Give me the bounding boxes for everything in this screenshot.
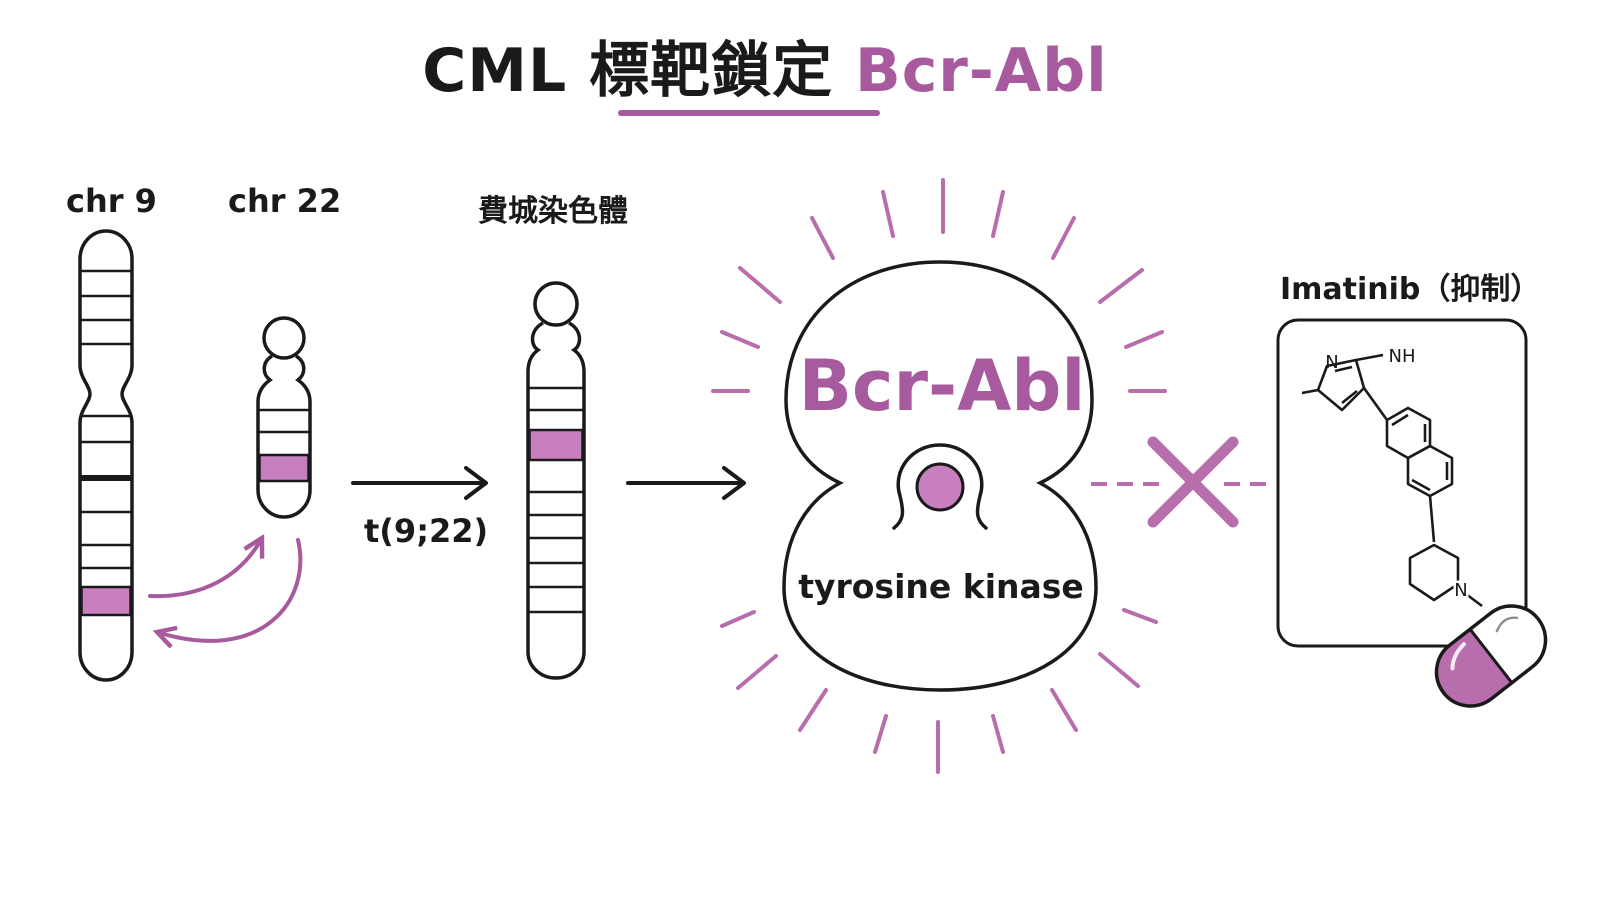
- protein-type: tyrosine kinase: [798, 567, 1084, 606]
- kinase-activity-rays: [711, 178, 1167, 774]
- molecule-structure-icon: [1301, 353, 1483, 608]
- kinase-protein-icon: Bcr-Abl tyrosine kinase: [782, 260, 1098, 692]
- chromosome-9-icon: [78, 229, 134, 682]
- capsule-icon: [1422, 592, 1560, 720]
- atom-nh: NH: [1389, 346, 1416, 367]
- arrow-right-icon: [626, 466, 746, 500]
- atom-n-ring: N: [1325, 352, 1338, 373]
- label-chr22: chr 22: [228, 182, 342, 220]
- title-underline: [618, 110, 880, 116]
- chromosome-22-icon: [256, 316, 312, 519]
- label-translocation: t(9;22): [364, 512, 489, 550]
- inhibit-cross-icon: [1147, 436, 1239, 528]
- arrow-right-icon: [351, 466, 488, 500]
- label-drug: Imatinib（抑制）: [1280, 272, 1541, 307]
- title-main: CML 標靶鎖定: [422, 36, 834, 106]
- label-chr9: chr 9: [66, 182, 157, 220]
- translocation-swap-arrows: [148, 538, 303, 641]
- title-accent: Bcr-Abl: [855, 36, 1108, 106]
- label-philadelphia: 費城染色體: [478, 194, 628, 229]
- drug-card: [1276, 318, 1528, 648]
- page-title: CML 標靶鎖定 Bcr-Abl: [0, 22, 1530, 109]
- protein-name: Bcr-Abl: [799, 345, 1086, 427]
- atom-n-piperidine: N: [1454, 580, 1467, 601]
- philadelphia-chromosome-icon: [526, 281, 586, 680]
